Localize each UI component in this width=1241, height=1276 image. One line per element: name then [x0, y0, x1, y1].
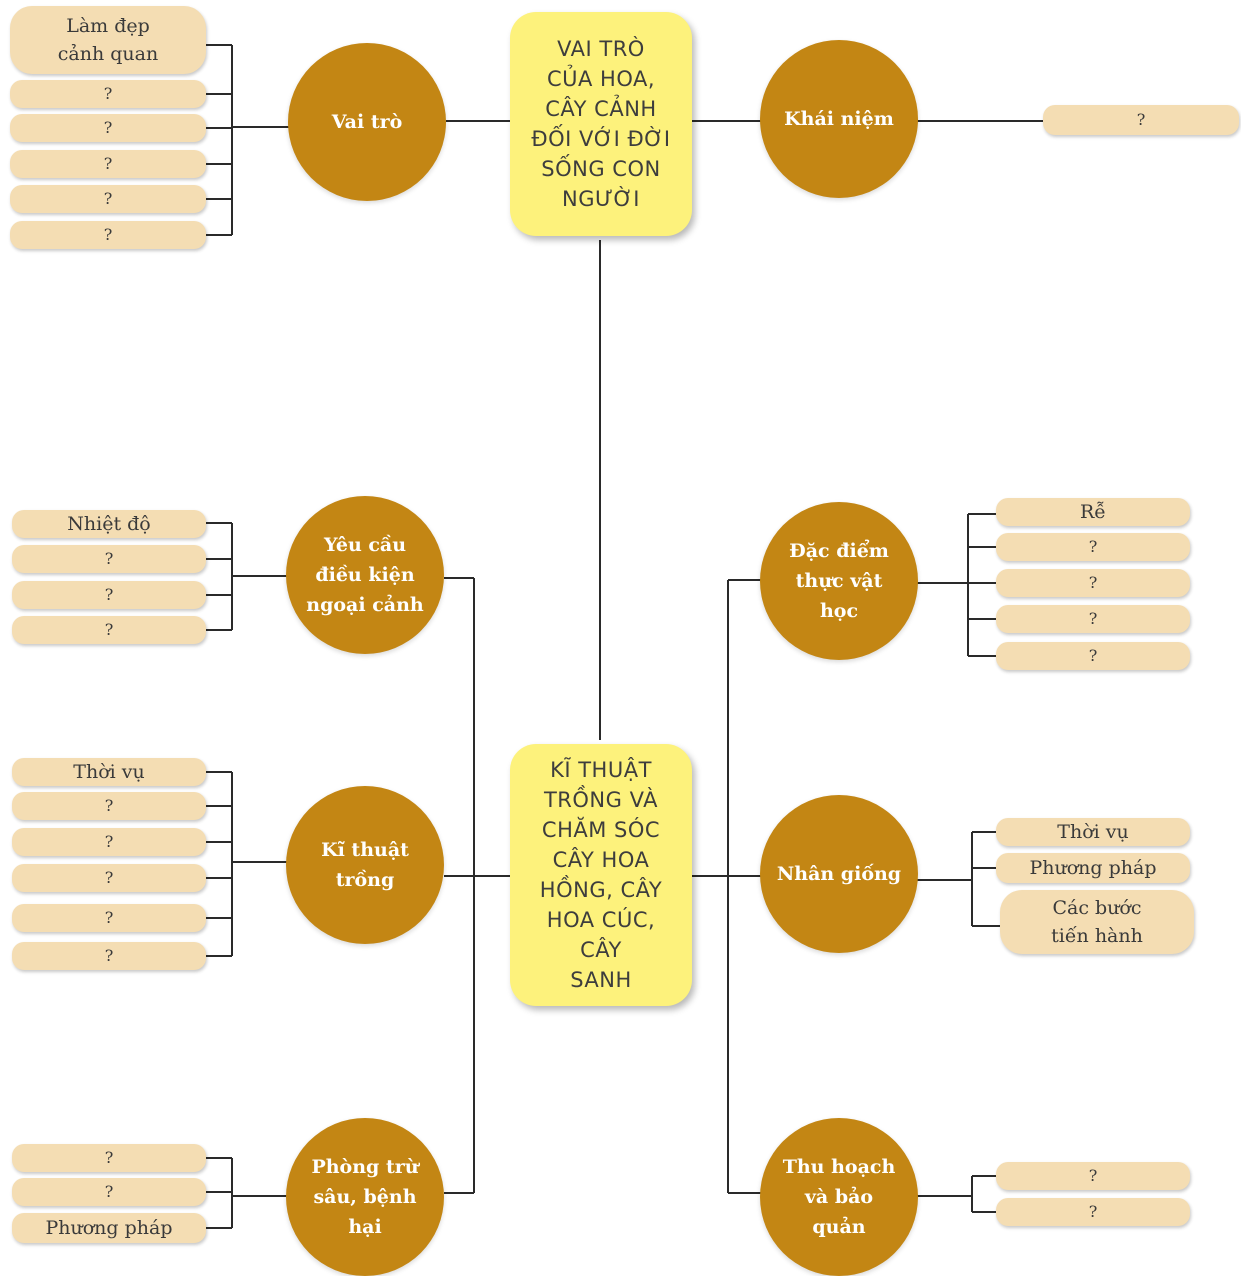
ki-thuat-trong-item-label: ? — [104, 832, 114, 851]
dac-diem-item: Rễ — [996, 498, 1190, 526]
vai-tro-node: Vai trò — [288, 43, 446, 201]
ki-thuat-trong-item-label: ? — [104, 868, 114, 887]
ki-thuat-trong-item-label: ? — [104, 908, 114, 927]
yeu-cau-item: Nhiệt độ — [12, 510, 206, 538]
yeu-cau-item-label: Nhiệt độ — [67, 513, 151, 535]
ki-thuat-trong-item: ? — [12, 904, 206, 932]
yeu-cau-item: ? — [12, 616, 206, 644]
phong-tru-item-label: ? — [104, 1182, 114, 1201]
yeu-cau-item-label: ? — [104, 620, 114, 639]
yeu-cau-item-label: ? — [104, 585, 114, 604]
vai-tro-item: ? — [10, 221, 206, 249]
bottom-center-node: KĨ THUẬT TRỒNG VÀ CHĂM SÓC CÂY HOA HỒNG,… — [510, 744, 692, 1006]
nhan-giong-title: Nhân giống — [776, 863, 902, 885]
dac-diem-item-label: ? — [1088, 537, 1098, 556]
thu-hoach-node: Thu hoạch và bảo quản — [760, 1118, 918, 1276]
ki-thuat-trong-title: Kĩ thuật trồng — [321, 839, 409, 891]
dac-diem-node: Đặc điểm thực vật học — [760, 502, 918, 660]
vai-tro-item: ? — [10, 114, 206, 142]
vai-tro-item: ? — [10, 80, 206, 108]
dac-diem-item: ? — [996, 642, 1190, 670]
vai-tro-item-label: ? — [103, 225, 113, 244]
yeu-cau-item-label: ? — [104, 549, 114, 568]
nhan-giong-item-label: Thời vụ — [1057, 821, 1129, 843]
yeu-cau-item: ? — [12, 545, 206, 573]
ki-thuat-trong-item: ? — [12, 792, 206, 820]
yeu-cau-item: ? — [12, 581, 206, 609]
dac-diem-item-label: ? — [1088, 609, 1098, 628]
khai-niem-item-label: ? — [1136, 110, 1146, 129]
ki-thuat-trong-item: ? — [12, 942, 206, 970]
ki-thuat-trong-item: Thời vụ — [12, 758, 206, 786]
nhan-giong-item: Thời vụ — [996, 818, 1190, 846]
vai-tro-item: ? — [10, 185, 206, 213]
phong-tru-node: Phòng trừ sâu, bệnh hại — [286, 1118, 444, 1276]
vai-tro-item-label: ? — [103, 84, 113, 103]
ki-thuat-trong-node: Kĩ thuật trồng — [286, 786, 444, 944]
phong-tru-item: ? — [12, 1178, 206, 1206]
vai-tro-item: Làm đẹp cảnh quan — [10, 6, 206, 74]
thu-hoach-item-label: ? — [1088, 1166, 1098, 1185]
ki-thuat-trong-item: ? — [12, 828, 206, 856]
phong-tru-item: Phương pháp — [12, 1213, 206, 1243]
ki-thuat-trong-item-label: Thời vụ — [73, 761, 145, 783]
thu-hoach-item: ? — [996, 1162, 1190, 1190]
vai-tro-title: Vai trò — [331, 111, 403, 133]
yeu-cau-node: Yêu cầu điều kiện ngoại cảnh — [286, 496, 444, 654]
top-center-label: VAI TRÒ CỦA HOA, CÂY CẢNH ĐỐI VỚI ĐỜI SỐ… — [531, 37, 671, 211]
nhan-giong-item-label: Phương pháp — [1029, 857, 1157, 879]
phong-tru-item: ? — [12, 1144, 206, 1172]
nhan-giong-item: Phương pháp — [996, 853, 1190, 883]
vai-tro-item-label: ? — [103, 189, 113, 208]
dac-diem-item: ? — [996, 533, 1190, 561]
dac-diem-item-label: ? — [1088, 573, 1098, 592]
vai-tro-item-label: ? — [103, 154, 113, 173]
vai-tro-item: ? — [10, 150, 206, 178]
dac-diem-item-label: Rễ — [1080, 501, 1106, 523]
phong-tru-title: Phòng trừ sâu, bệnh hại — [311, 1156, 419, 1238]
ki-thuat-trong-item-label: ? — [104, 796, 114, 815]
khai-niem-title: Khái niệm — [784, 108, 894, 130]
khai-niem-node: Khái niệm — [760, 40, 918, 198]
dac-diem-item: ? — [996, 569, 1190, 597]
nhan-giong-item: Các bước tiến hành — [1000, 890, 1194, 954]
thu-hoach-item-label: ? — [1088, 1202, 1098, 1221]
dac-diem-title: Đặc điểm thực vật học — [789, 540, 889, 622]
nhan-giong-node: Nhân giống — [760, 795, 918, 953]
yeu-cau-title: Yêu cầu điều kiện ngoại cảnh — [306, 534, 424, 616]
dac-diem-item: ? — [996, 605, 1190, 633]
phong-tru-item-label: ? — [104, 1148, 114, 1167]
top-center-node: VAI TRÒ CỦA HOA, CÂY CẢNH ĐỐI VỚI ĐỜI SỐ… — [510, 12, 692, 236]
khai-niem-item: ? — [1043, 105, 1239, 135]
bottom-center-label: KĨ THUẬT TRỒNG VÀ CHĂM SÓC CÂY HOA HỒNG,… — [539, 758, 663, 992]
vai-tro-item-label: Làm đẹp cảnh quan — [57, 15, 159, 65]
vai-tro-item-label: ? — [103, 118, 113, 137]
dac-diem-item-label: ? — [1088, 646, 1098, 665]
nhan-giong-item-label: Các bước tiến hành — [1051, 897, 1143, 947]
phong-tru-item-label: Phương pháp — [45, 1217, 173, 1239]
ki-thuat-trong-item-label: ? — [104, 946, 114, 965]
ki-thuat-trong-item: ? — [12, 864, 206, 892]
thu-hoach-item: ? — [996, 1198, 1190, 1226]
thu-hoach-title: Thu hoạch và bảo quản — [782, 1156, 896, 1238]
